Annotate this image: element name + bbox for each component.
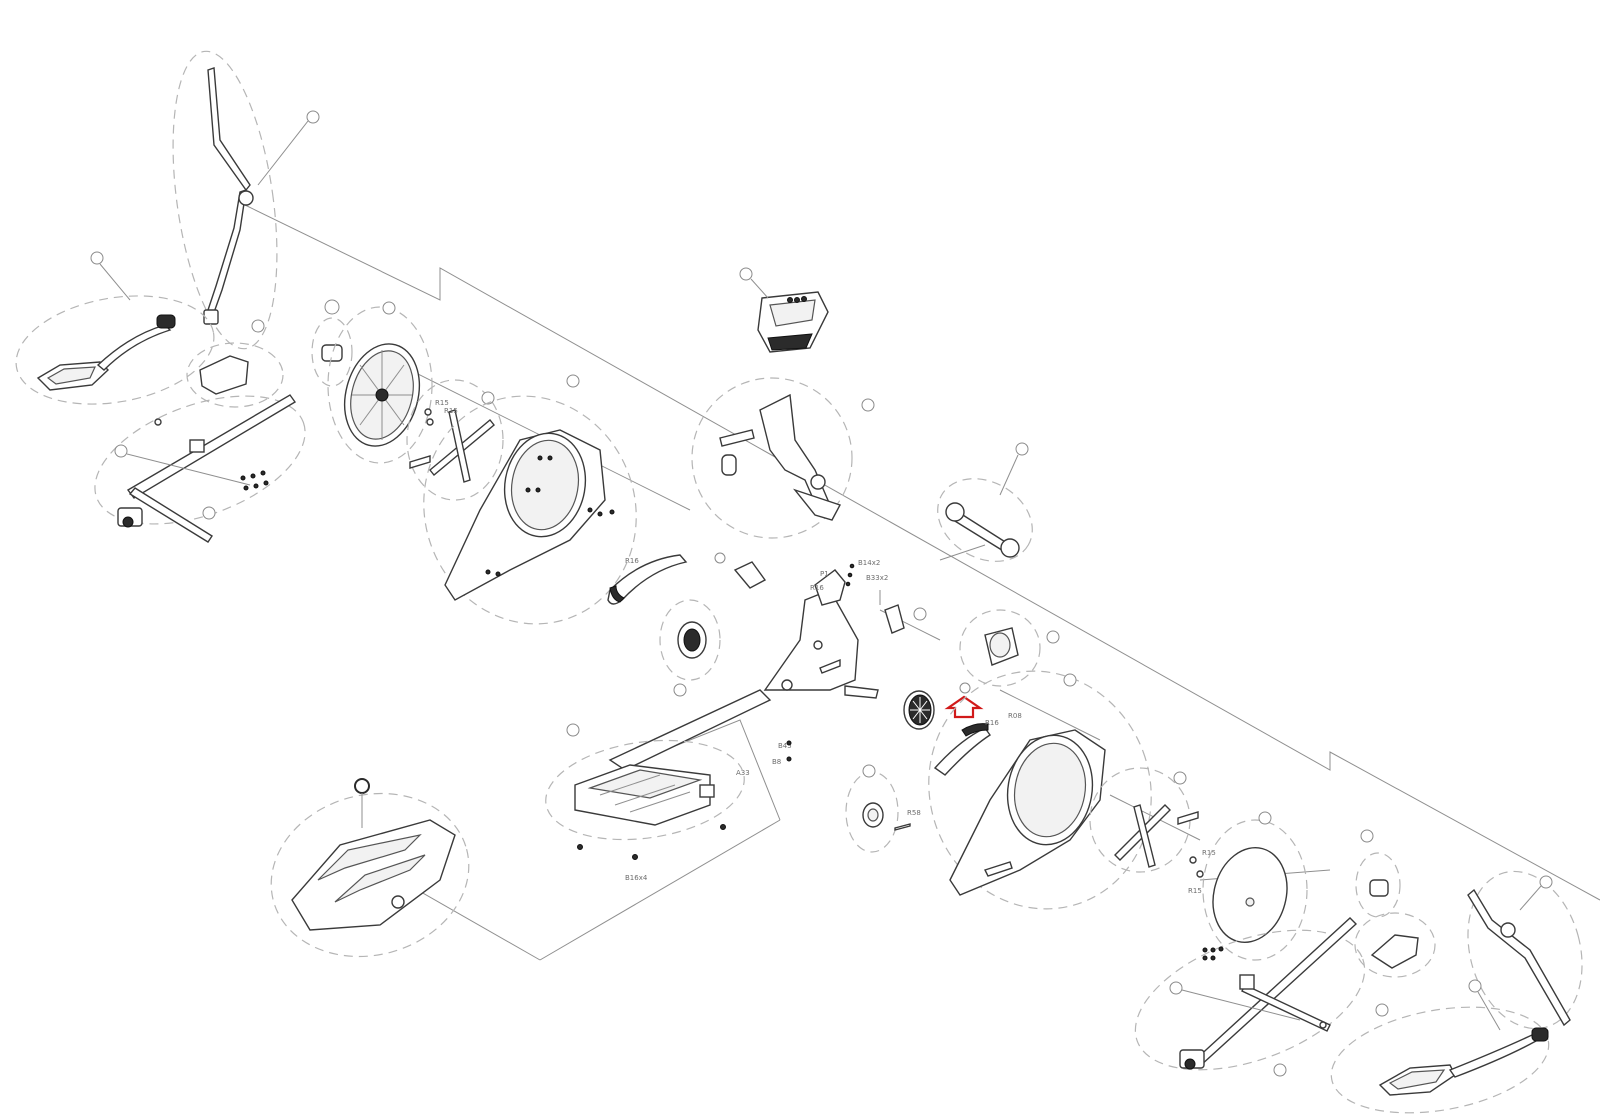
up-arrow-icon <box>944 695 984 719</box>
callout-bubble <box>1046 630 1060 644</box>
callout-bubble <box>1360 829 1374 843</box>
callout-bubble <box>354 778 370 794</box>
callout-bubble <box>1173 771 1187 785</box>
callout-bubble <box>1169 981 1183 995</box>
part-label: R15 <box>435 399 449 407</box>
callout-bubble <box>251 319 265 333</box>
callout-bubble <box>862 764 876 778</box>
right-crank-group: R15 R15 <box>1089 767 1216 895</box>
callout-bubble <box>959 682 971 694</box>
rear-base-group: B16x4 <box>545 723 745 882</box>
callout-bubble <box>566 723 580 737</box>
bracket-parts <box>714 552 927 634</box>
axle-group <box>937 442 1033 562</box>
console-group <box>739 267 829 353</box>
part-label: B16x4 <box>625 874 648 882</box>
callout-bubble <box>114 444 128 458</box>
callout-bubble <box>202 506 216 520</box>
right-pedal-arm-group <box>1134 917 1366 1077</box>
callout-bubble <box>90 251 104 265</box>
part-label: R15 <box>444 407 458 415</box>
part-label: R15 <box>1202 849 1216 857</box>
part-label: B33x2 <box>866 574 888 582</box>
part-label: R15 <box>1188 887 1202 895</box>
left-handlebar-group <box>172 50 320 350</box>
part-label: R16 <box>810 584 824 592</box>
main-frame: A33 P1 B14x2 B33x2 R16 <box>608 559 888 777</box>
callout-bubble <box>861 398 875 412</box>
part-label: A33 <box>736 769 750 777</box>
part-label: B45 <box>778 742 792 750</box>
secondary-belt: R08 <box>933 712 1022 776</box>
callout-bubble <box>481 391 495 405</box>
callout-bubble <box>913 607 927 621</box>
callout-bubble <box>382 301 396 315</box>
callout-bubble <box>324 299 340 315</box>
callout-bubble <box>1539 875 1553 889</box>
callout-bubble <box>1063 673 1077 687</box>
callout-bubble <box>1015 442 1029 456</box>
callout-bubble <box>1468 979 1482 993</box>
base-bolts: B45 B8 <box>772 740 792 766</box>
left-crank-group: R15 R15 <box>406 379 504 501</box>
part-label: R16 <box>625 557 639 565</box>
left-pedal-group <box>15 251 215 405</box>
part-label: R16 <box>985 719 999 727</box>
part-label: R08 <box>1008 712 1022 720</box>
left-connector-group <box>311 299 353 387</box>
left-pedal-arm-group <box>94 394 306 543</box>
right-flywheel-disc <box>1202 811 1308 961</box>
callout-bubble <box>673 683 687 697</box>
right-handlebar-group <box>1467 870 1583 1030</box>
left-side-cover-group <box>423 374 637 625</box>
part-label: P1 <box>820 570 829 578</box>
idler-wheel-group: R58 <box>845 764 921 853</box>
callout-bubble <box>566 374 580 388</box>
callout-bubble <box>1375 1003 1389 1017</box>
left-pulley-group <box>659 599 721 697</box>
right-connector-group <box>1355 829 1401 918</box>
callout-bubble <box>1273 1063 1287 1077</box>
handlepost-group <box>691 377 875 539</box>
right-pedal-cover-group <box>1354 912 1436 1017</box>
left-pedal-cover-group <box>186 319 284 408</box>
right-side-cover-group <box>928 670 1152 910</box>
drive-belt: R16 <box>607 554 688 605</box>
magnet-bracket-group <box>959 609 1060 687</box>
part-label: B8 <box>772 758 781 766</box>
callout-bubble <box>714 552 726 564</box>
right-pedal-group <box>1330 979 1550 1114</box>
part-label: B14x2 <box>858 559 880 567</box>
left-flywheel-disc <box>327 301 433 464</box>
callout-bubble <box>1258 811 1272 825</box>
front-shroud-group <box>270 778 470 958</box>
flywheel-pulley <box>903 682 971 730</box>
callout-bubble <box>739 267 753 281</box>
callout-bubble <box>306 110 320 124</box>
part-label: R58 <box>907 809 921 817</box>
